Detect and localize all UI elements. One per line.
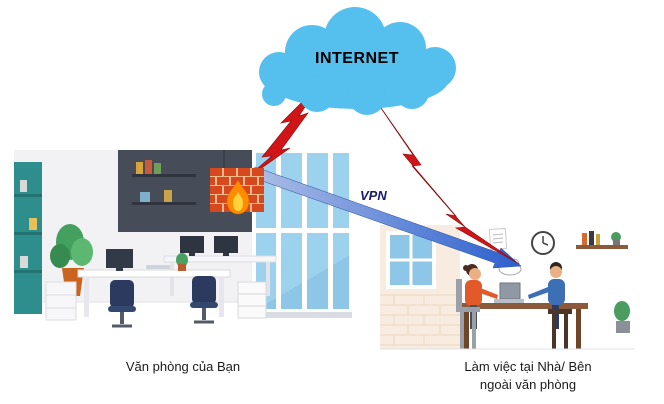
wifi-cloud-icon [498, 258, 522, 276]
wall-shelf [576, 231, 628, 249]
clock-icon [531, 231, 555, 255]
remote-caption-line2: ngoài văn phòng [479, 377, 577, 392]
office-chair [108, 280, 136, 328]
internet-label: INTERNET [315, 50, 399, 67]
office-cabinet [14, 162, 42, 314]
drawer-unit [45, 281, 267, 321]
back-desk [163, 236, 277, 296]
desk [460, 303, 588, 349]
front-desk [77, 249, 231, 317]
office-illustration [14, 150, 352, 346]
firewall-brick-icon [210, 168, 264, 215]
wall-notes [488, 227, 508, 251]
remote-worker-woman [456, 264, 498, 349]
remote-caption-line1: Làm việc tại Nhà/ Bên [464, 359, 592, 374]
flame-icon [226, 179, 250, 215]
office-chair [190, 276, 218, 324]
laptop-icon [494, 282, 524, 303]
remote-caption: Làm việc tại Nhà/ Bên ngoài văn phòng [392, 358, 664, 394]
vpn-label: VPN [360, 188, 387, 203]
home-window [386, 231, 436, 289]
remote-worker-man [528, 262, 572, 349]
plant-icon [614, 301, 630, 333]
home-office-illustration [380, 225, 635, 355]
office-caption: Văn phòng của Bạn [125, 359, 241, 374]
